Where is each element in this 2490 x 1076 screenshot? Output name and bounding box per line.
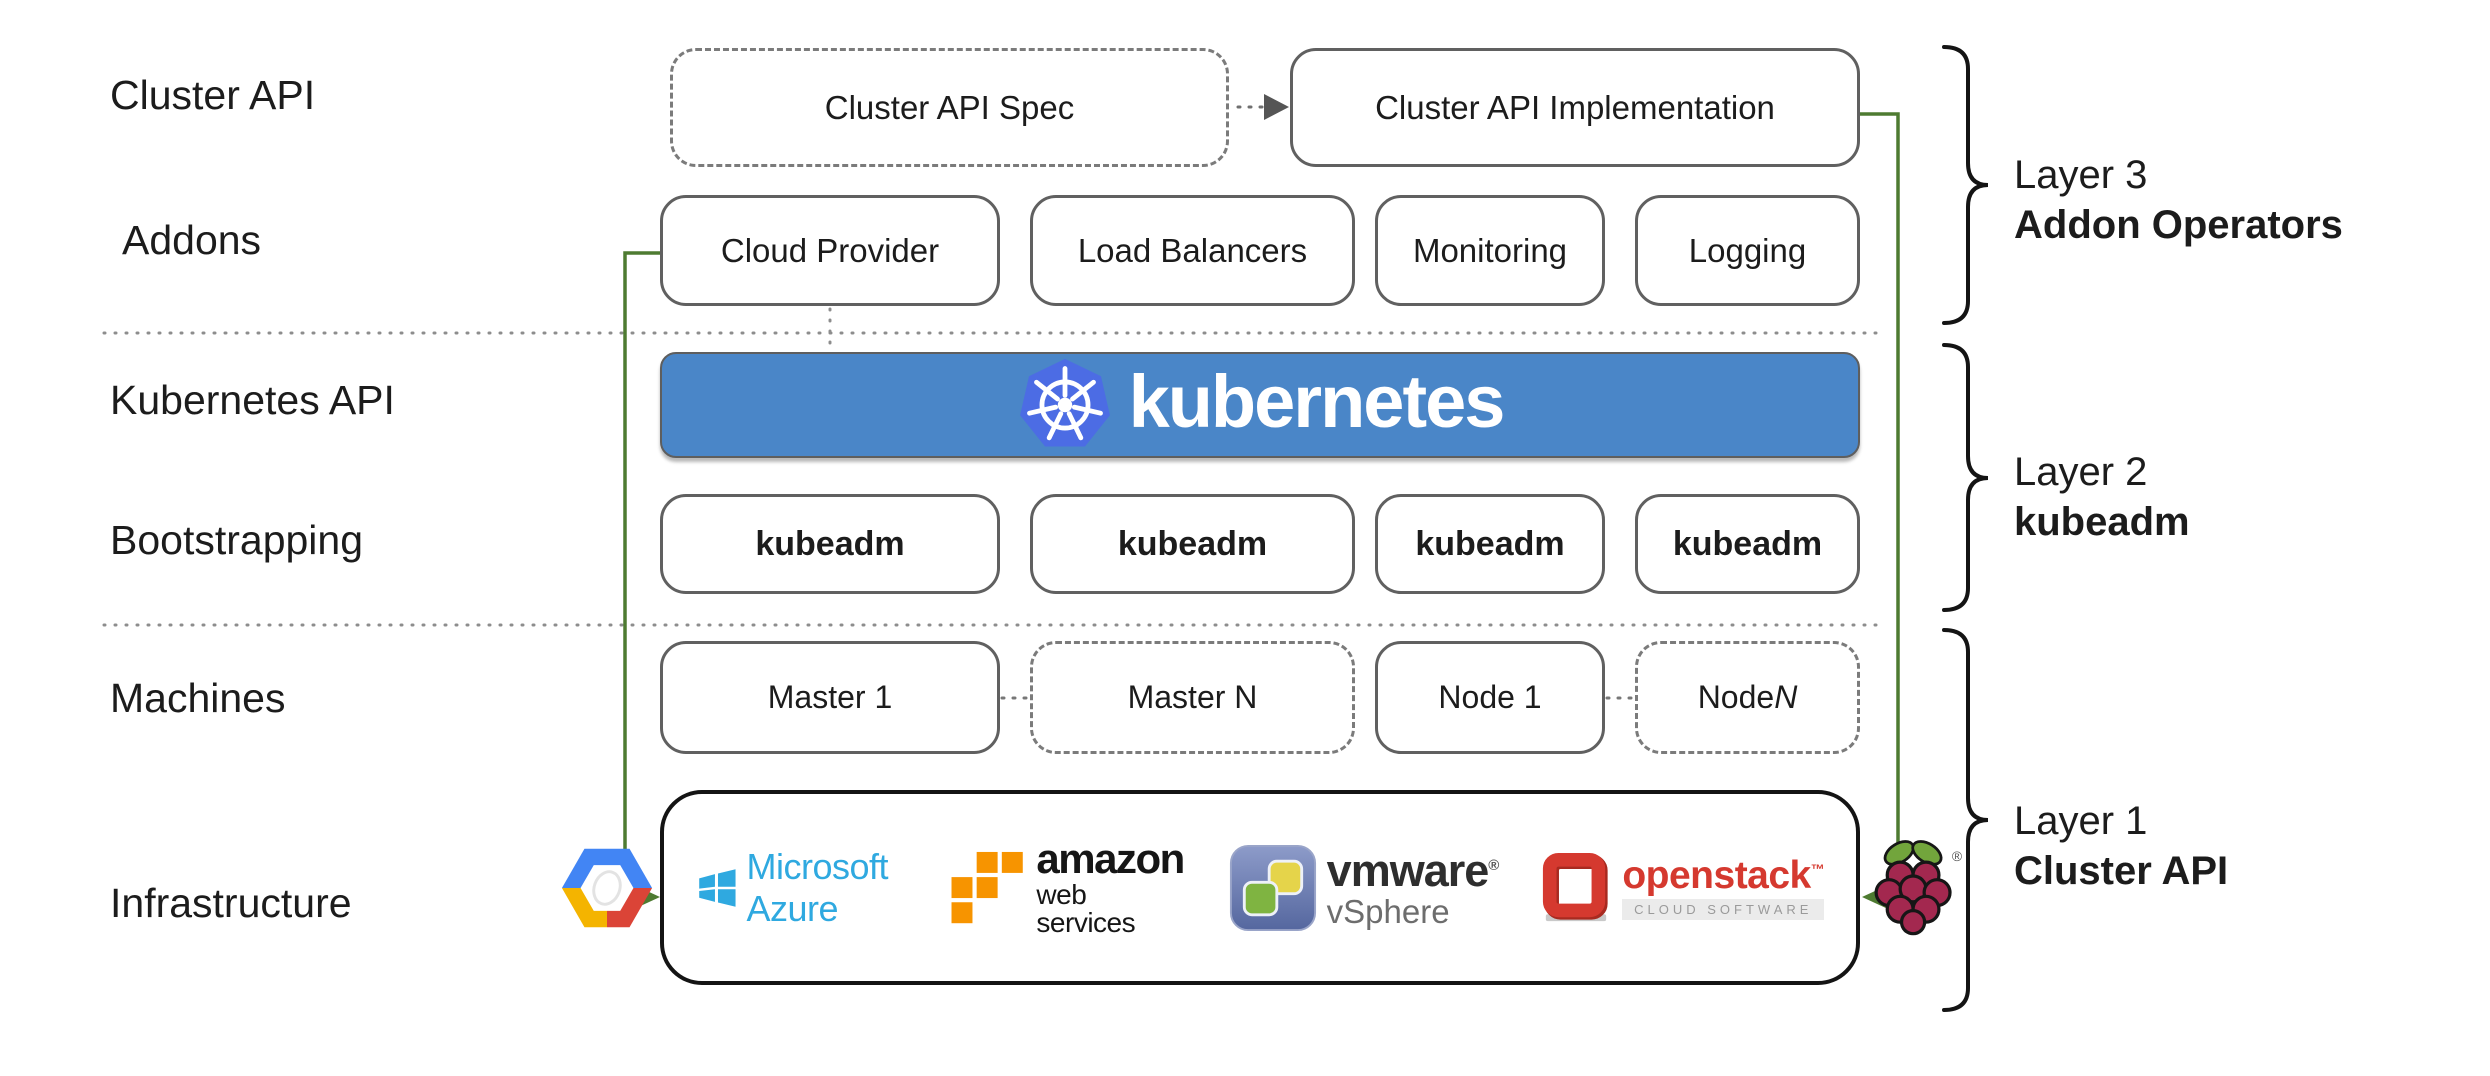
kubernetes-banner: kubernetes: [660, 352, 1860, 458]
openstack-logo: openstack™ CLOUD SOFTWARE: [1540, 852, 1825, 924]
kubeadm-label: kubeadm: [755, 524, 905, 563]
addon-box-monitoring: Monitoring: [1375, 195, 1605, 306]
row-label-bootstrapping: Bootstrapping: [110, 517, 364, 563]
kubernetes-wordmark: kubernetes: [1128, 360, 1506, 443]
monitoring-label: Monitoring: [1412, 231, 1568, 269]
microsoft-azure-logo: Microsoft Azure: [698, 846, 908, 930]
node-n-suffix: N: [1774, 679, 1798, 715]
machine-box-master-1: Master 1: [660, 641, 1000, 754]
layer2-brace: [1942, 343, 1989, 612]
cluster-api-spec-box: Cluster API Spec: [670, 48, 1229, 167]
vmware-vsphere-logo: vmware® vSphere: [1229, 844, 1499, 932]
node-n-label: Node: [1697, 679, 1775, 715]
layer2-title: Layer 2: [2014, 450, 2148, 494]
row-label-kubernetes-api: Kubernetes API: [110, 377, 395, 423]
layer3-brace: [1942, 45, 1989, 325]
google-cloud-platform-logo: [558, 839, 656, 937]
load-balancers-label: Load Balancers: [1077, 231, 1308, 269]
spec-to-implementation-arrowhead: [1264, 94, 1289, 120]
layer2-subtitle: kubeadm: [2014, 500, 2190, 544]
openstack-tm-mark: ™: [1810, 860, 1825, 877]
kubeadm-box-2: kubeadm: [1030, 494, 1355, 594]
addon-box-load-balancers: Load Balancers: [1030, 195, 1355, 306]
openstack-ring-icon: [1543, 852, 1608, 921]
row-label-cluster-api: Cluster API: [110, 72, 316, 118]
machine-box-master-n: Master N: [1030, 641, 1355, 754]
layer2-label: Layer 2 kubeadm: [2014, 447, 2484, 547]
row-label-machines: Machines: [110, 675, 286, 721]
kubeadm-label: kubeadm: [1117, 524, 1268, 563]
infrastructure-box: Microsoft Azure amazon web services: [561, 790, 1962, 985]
node-1-label: Node 1: [1438, 679, 1542, 715]
azure-text: Microsoft Azure: [746, 845, 889, 929]
addon-box-cloud-provider: Cloud Provider: [660, 195, 1000, 306]
machine-box-node-n: Node N: [1635, 641, 1860, 754]
web-services-text: web services: [1036, 879, 1136, 938]
vsphere-text: vSphere: [1326, 892, 1450, 930]
openstack-text: openstack™: [1622, 853, 1825, 897]
row-label-infrastructure: Infrastructure: [110, 880, 352, 926]
raspberry-pi-reg-mark: ®: [1952, 848, 1962, 864]
master-n-label: Master N: [1127, 679, 1258, 715]
gcp-hexagon-icon: [561, 848, 652, 927]
logging-label: Logging: [1688, 231, 1807, 269]
amazon-text: amazon: [1036, 835, 1185, 882]
left-green-arrow-line: [623, 251, 660, 899]
raspberry-pi-icon: ®: [1874, 839, 1962, 935]
layer1-brace: [1942, 628, 1989, 1012]
vmware-puzzle-icon: [1229, 844, 1316, 931]
right-green-arrow-line: [1860, 112, 1900, 899]
machine-box-node-1: Node 1: [1375, 641, 1605, 754]
layer1-title: Layer 1: [2014, 799, 2148, 843]
cluster-api-spec-label: Cluster API Spec: [824, 88, 1075, 126]
cluster-api-implementation-box: Cluster API Implementation: [1290, 48, 1860, 167]
kubeadm-box-3: kubeadm: [1375, 494, 1605, 594]
vmware-reg-mark: ®: [1488, 856, 1499, 874]
addon-box-logging: Logging: [1635, 195, 1860, 306]
raspberry-pi-logo: ®: [1866, 834, 1962, 942]
row-label-addons: Addons: [122, 217, 262, 263]
layer1-subtitle: Cluster API: [2014, 849, 2229, 893]
master-1-label: Master 1: [767, 679, 893, 715]
layer1-label: Layer 1 Cluster API: [2014, 796, 2484, 896]
kubeadm-box-1: kubeadm: [660, 494, 1000, 594]
vmware-text: vmware®: [1326, 844, 1500, 896]
cloud-software-text: CLOUD SOFTWARE: [1622, 898, 1825, 920]
layer3-subtitle: Addon Operators: [2014, 203, 2343, 247]
cluster-api-implementation-label: Cluster API Implementation: [1375, 88, 1775, 126]
kubeadm-box-4: kubeadm: [1635, 494, 1860, 594]
kubeadm-label: kubeadm: [1415, 524, 1565, 563]
kubeadm-label: kubeadm: [1672, 524, 1823, 563]
layer3-label: Layer 3 Addon Operators: [2014, 150, 2484, 250]
aws-cubes-icon: [950, 849, 1025, 925]
windows-flag-icon: [698, 868, 736, 907]
amazon-web-services-logo: amazon web services: [949, 838, 1186, 937]
layer3-title: Layer 3: [2014, 153, 2148, 197]
kubernetes-wheel-icon: [1019, 358, 1110, 447]
cloud-provider-label: Cloud Provider: [720, 231, 940, 269]
